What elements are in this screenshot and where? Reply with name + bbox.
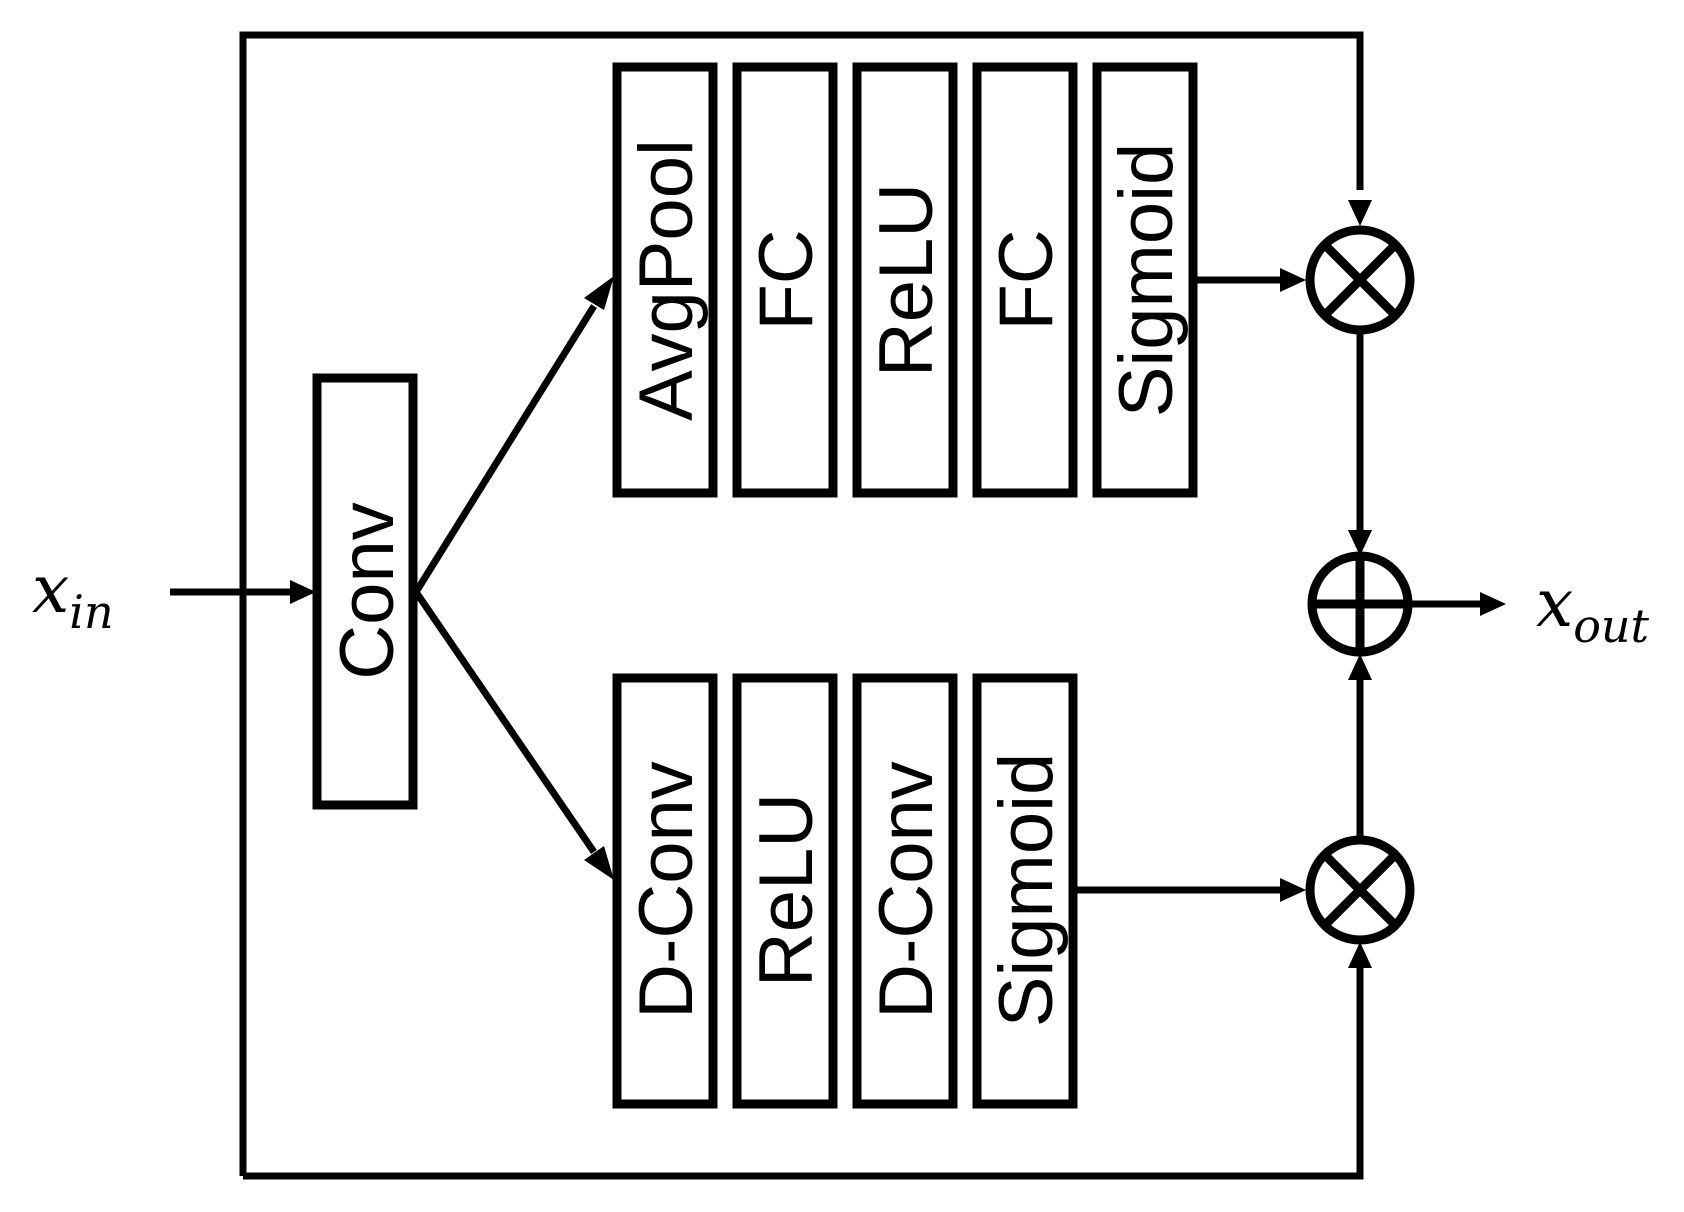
input-label: xin [32, 551, 114, 639]
branch-bottom-arrowhead [584, 846, 614, 880]
branch-top-arrowhead [584, 276, 614, 310]
top-sigmoid-arrowhead [1280, 268, 1306, 292]
bottom-block-sigmoid-label: Sigmoid [984, 753, 1069, 1028]
conv-block [312, 373, 418, 810]
bottom-skip-wire [243, 968, 1364, 1180]
bottom-sigmoid-arrowhead [1280, 878, 1306, 902]
top-block-sigmoid-label: Sigmoid [1104, 143, 1189, 418]
output-arrowhead [1480, 592, 1506, 616]
bottom-block-relu-label: ReLU [744, 793, 829, 987]
bottom-multiply-node [1305, 835, 1415, 945]
top-block-fc-1 [732, 62, 838, 498]
top-block-fc-1-label: FC [744, 229, 829, 330]
bottom-block-dconv-1-label: D-Conv [624, 761, 709, 1019]
branch-top-wire [413, 304, 597, 594]
branch-bottom-wire [413, 590, 597, 854]
top-skip-arrowhead [1348, 200, 1372, 226]
bottom-to-add-arrowhead [1348, 654, 1372, 680]
top-block-fc-2-label: FC [984, 229, 1069, 330]
top-block-fc-2 [972, 62, 1078, 498]
add-node [1307, 551, 1413, 657]
outer-frame [239, 31, 1364, 1176]
bottom-block-relu [732, 673, 838, 1109]
bottom-skip-arrowhead [1348, 942, 1372, 968]
top-branch: AvgPool FC ReLU FC Sigmoid [612, 62, 1198, 498]
top-block-avgpool-label: AvgPool [624, 139, 709, 421]
bottom-block-dconv-2-label: D-Conv [864, 761, 949, 1019]
bottom-block-sigmoid [972, 673, 1078, 1109]
input-arrowhead [290, 580, 316, 604]
top-block-relu-label: ReLU [864, 183, 949, 377]
top-block-avgpool [612, 62, 718, 498]
top-to-add-arrowhead [1348, 530, 1372, 556]
top-multiply-node [1305, 225, 1415, 335]
conv-label: Conv [325, 502, 410, 679]
top-block-sigmoid [1092, 62, 1198, 498]
output-label: xout [1536, 565, 1650, 653]
top-block-relu [852, 62, 958, 498]
bottom-branch: D-Conv ReLU D-Conv Sigmoid [612, 673, 1078, 1109]
bottom-block-dconv-2 [852, 673, 958, 1109]
bottom-block-dconv-1 [612, 673, 718, 1109]
